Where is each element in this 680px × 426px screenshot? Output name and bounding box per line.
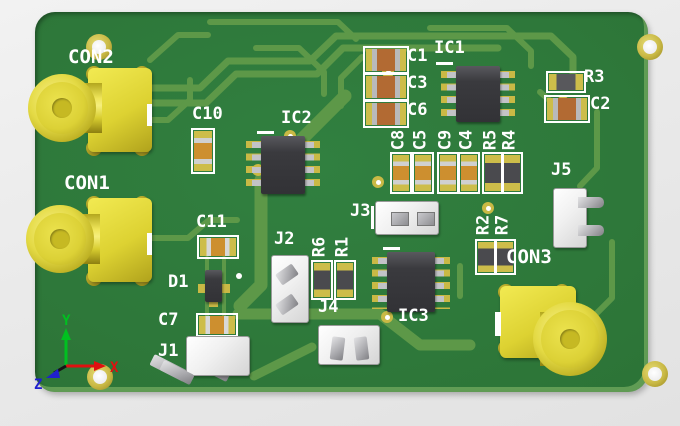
label-r6: R6 [309, 236, 330, 258]
label-r1: R1 [332, 236, 353, 258]
label-c4: C4 [456, 129, 477, 151]
label-c11: C11 [196, 212, 227, 232]
mounting-hole-bottom-left [87, 364, 113, 390]
j4-pin [329, 336, 346, 361]
resistor-r5 [482, 152, 504, 194]
resistor-r4 [501, 152, 523, 194]
label-con1: CON1 [64, 172, 110, 194]
silkscreen-tick [257, 131, 274, 134]
via [372, 176, 384, 188]
label-d1: D1 [168, 272, 189, 292]
label-c6: C6 [407, 100, 428, 120]
label-j1: J1 [158, 341, 179, 361]
axis-gizmo[interactable]: Y X Z [18, 312, 119, 396]
resistor-r1 [334, 260, 356, 300]
capacitor-c10 [191, 128, 215, 174]
capacitor-c3 [363, 73, 409, 101]
label-j3: J3 [350, 201, 371, 221]
label-con3: CON3 [506, 246, 552, 268]
j4-pin [353, 336, 370, 361]
label-c1: C1 [407, 46, 428, 66]
label-c9: C9 [435, 129, 456, 151]
j3-slot [391, 212, 409, 226]
label-c5: C5 [410, 129, 431, 151]
silkscreen-tick [147, 104, 152, 126]
label-ic3: IC3 [398, 306, 429, 326]
capacitor-c8 [390, 152, 412, 194]
mounting-hole-bottom-right [642, 361, 668, 387]
label-r4: R4 [499, 129, 520, 151]
label-r2: R2 [473, 214, 494, 236]
j5-pin [578, 225, 604, 236]
label-j2: J2 [274, 229, 295, 249]
j5-pin [578, 197, 604, 208]
silkscreen-tick [383, 247, 400, 250]
via [482, 202, 494, 214]
label-j4: J4 [318, 297, 339, 317]
capacitor-c9 [437, 152, 459, 194]
label-ic2: IC2 [281, 108, 312, 128]
label-r5: R5 [480, 129, 501, 151]
capacitor-c6 [363, 100, 409, 128]
label-c10: C10 [192, 104, 223, 124]
label-c2: C2 [590, 94, 611, 114]
capacitor-c5 [412, 152, 434, 194]
connector-j1 [186, 336, 250, 376]
mounting-hole-top-left [86, 34, 112, 60]
label-ic1: IC1 [434, 38, 465, 58]
resistor-r3 [546, 71, 586, 93]
via [381, 311, 393, 323]
resistor-r2 [475, 239, 497, 275]
label-r7: R7 [492, 214, 513, 236]
capacitor-c11 [197, 235, 239, 259]
label-con2: CON2 [68, 46, 114, 68]
resistor-r6 [311, 260, 333, 300]
connector-j4 [318, 325, 380, 365]
j3-slot [417, 212, 435, 226]
capacitor-c4 [458, 152, 480, 194]
test-point [236, 273, 242, 279]
silkscreen-tick [436, 62, 453, 65]
mounting-hole-top-right [637, 34, 663, 60]
label-c8: C8 [388, 129, 409, 151]
silkscreen-tick [147, 233, 152, 255]
label-c7: C7 [158, 310, 179, 330]
silkscreen-tick [495, 312, 501, 336]
capacitor-c7 [196, 313, 238, 337]
silkscreen-tick [371, 206, 374, 229]
label-r3: R3 [584, 67, 605, 87]
capacitor-c1 [363, 46, 409, 74]
axis-z-label: Z [34, 377, 42, 393]
capacitor-c2 [544, 95, 590, 123]
label-c3: C3 [407, 73, 428, 93]
label-j5: J5 [551, 160, 572, 180]
axis-x-label: X [110, 360, 119, 376]
axis-y-label: Y [62, 313, 71, 329]
resistor-r7 [494, 239, 516, 275]
